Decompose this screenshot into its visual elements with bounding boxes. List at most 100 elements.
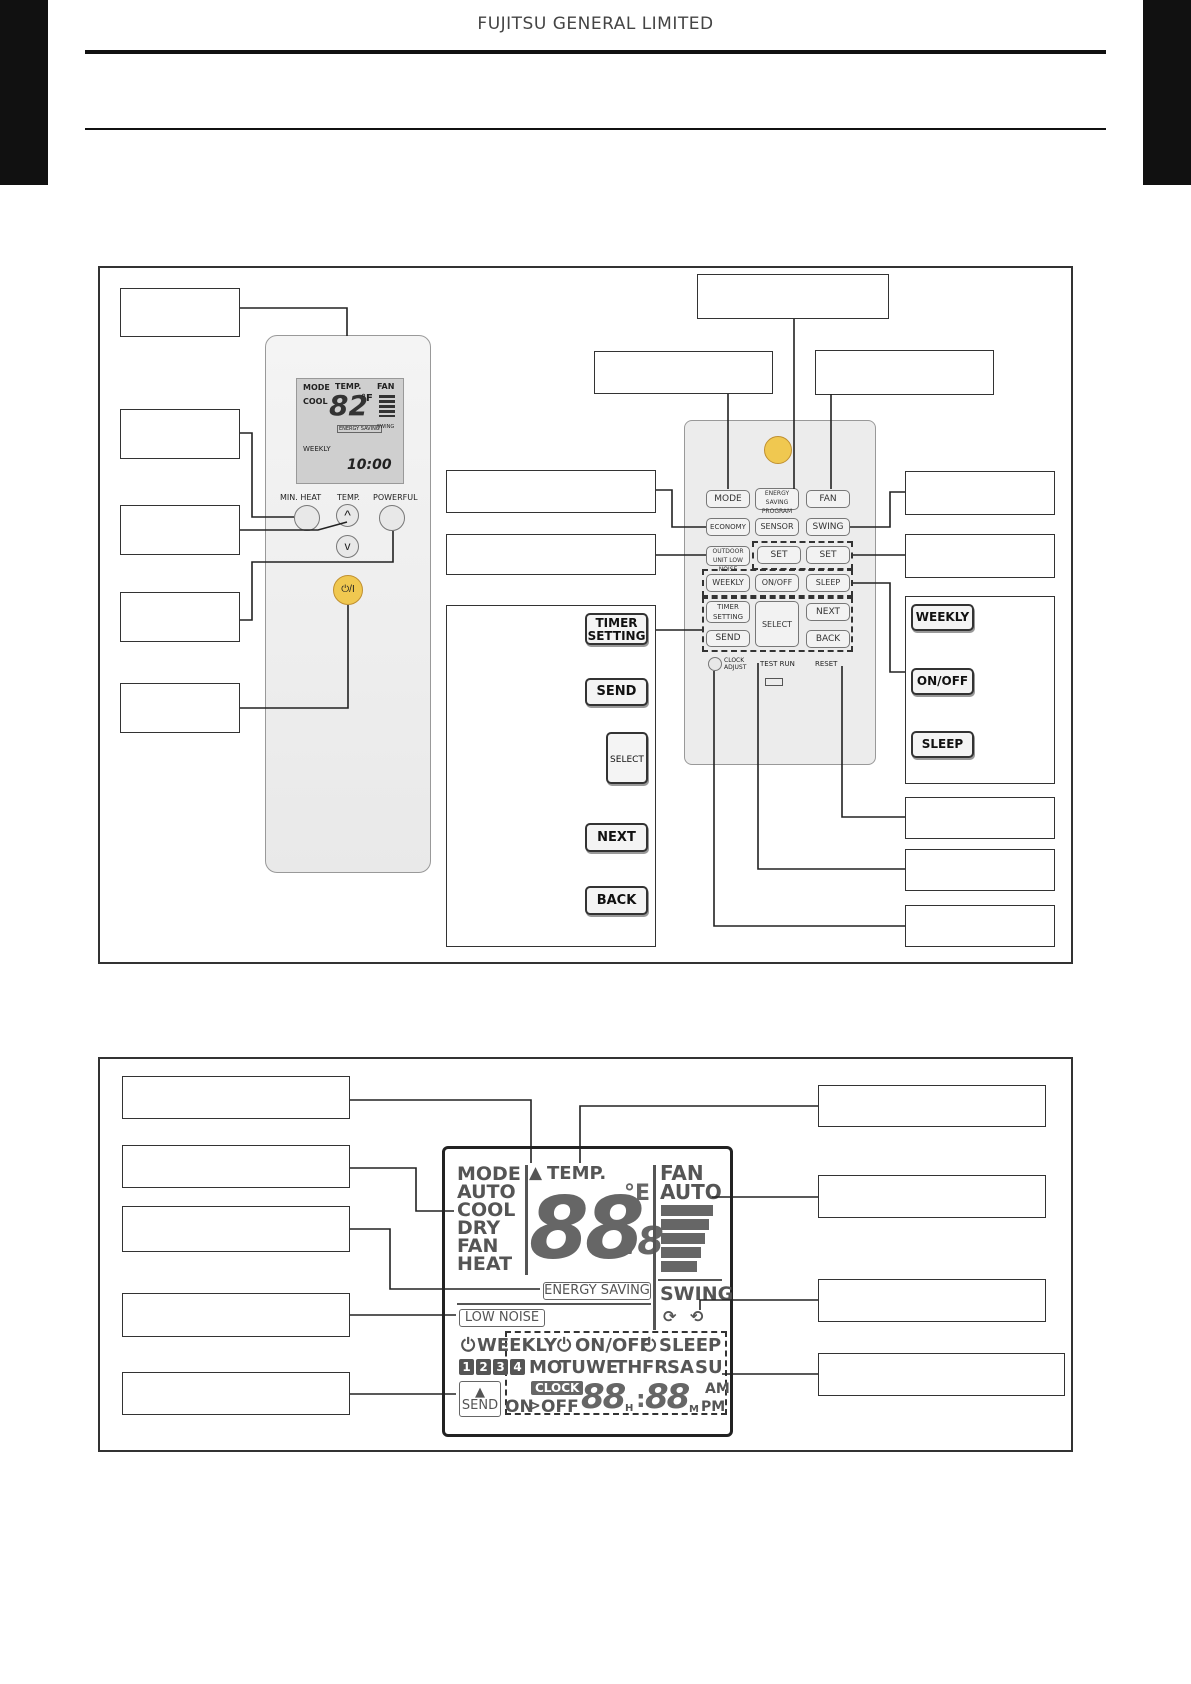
battery-icon [765, 678, 783, 686]
display-sleep: SLEEP [659, 1335, 722, 1356]
powerful-button[interactable] [379, 505, 405, 531]
day-tu: TU [559, 1357, 586, 1378]
left-edge-tab [0, 0, 48, 185]
label-box-indicator [122, 1076, 350, 1119]
inner-send-button[interactable]: SEND [706, 630, 750, 647]
label-box-energy-saving-display [122, 1206, 350, 1252]
display-on-off-timer-icon: ⏻ [557, 1335, 572, 1356]
display-temp-digits: 88 [529, 1179, 645, 1279]
day-mo: MO [529, 1357, 563, 1378]
display-minutes: 88 [645, 1377, 690, 1417]
inner-select-button[interactable]: SELECT [755, 601, 799, 647]
label-box-send-display [122, 1372, 350, 1415]
day-sa: SA [667, 1357, 694, 1378]
label-box-energy-saving-sensor [697, 274, 889, 319]
label-box-min-heat [120, 409, 240, 459]
inner-weekly-button[interactable]: WEEKLY [706, 574, 750, 592]
sensor-button[interactable]: SENSOR [755, 518, 799, 536]
timer-settings-group [702, 597, 853, 652]
clock-adjust-label: CLOCK ADJUST [724, 657, 747, 671]
display-pm: PM [701, 1399, 726, 1415]
lcd-fan-bars-icon [379, 395, 395, 417]
temp-up-button[interactable]: ^ [336, 504, 359, 527]
inner-power-button[interactable] [764, 436, 792, 464]
label-box-set [905, 534, 1055, 578]
label-box-swing-display [818, 1279, 1046, 1322]
display-auto: AUTO [457, 1181, 516, 1203]
lcd-swing: SWING [377, 424, 395, 430]
inner-timer-setting-button[interactable]: TIMER SETTING [706, 601, 750, 623]
power-button[interactable]: ⏻/I [333, 575, 363, 605]
fan-button[interactable]: FAN [806, 490, 850, 508]
display-energy-saving: ENERGY SAVING [543, 1282, 651, 1300]
legend-timer-setting-button: TIMER SETTING [585, 613, 648, 645]
lcd-fan-text: FAN [377, 382, 395, 391]
display-swing: SWING [660, 1283, 734, 1305]
label-box-power [120, 683, 240, 733]
lcd-weekly: WEEKLY [303, 445, 331, 453]
label-box-swing [905, 471, 1055, 515]
legend-select-button: SELECT [606, 732, 648, 784]
company-header: FUJITSU GENERAL LIMITED [477, 14, 714, 34]
inner-on-off-button[interactable]: ON/OFF [755, 574, 799, 592]
temp-down-button[interactable]: v [336, 535, 359, 558]
label-box-reset [905, 797, 1055, 839]
program-number-2: 2 [476, 1359, 491, 1375]
display-fan: FAN [660, 1161, 704, 1185]
lcd-cool-text: COOL [303, 397, 328, 406]
program-number-4: 4 [510, 1359, 525, 1375]
display-colon: : [636, 1385, 646, 1413]
inner-sleep-button[interactable]: SLEEP [806, 574, 850, 592]
lcd-time: 10:00 [347, 457, 392, 473]
label-box-test-run [905, 849, 1055, 891]
set-button-right[interactable]: SET [806, 546, 850, 564]
label-box-timer-display [818, 1353, 1065, 1396]
day-su: SU [695, 1357, 723, 1378]
send-arrow-icon: ▲ [475, 1385, 485, 1400]
display-unit: °E [624, 1181, 651, 1206]
display-cool: COOL [457, 1199, 516, 1221]
energy-saving-program-button[interactable]: ENERGY SAVING PROGRAM [755, 488, 799, 515]
legend-sleep-button: SLEEP [911, 731, 974, 758]
label-box-temp [120, 505, 240, 555]
label-box-fan-display [818, 1175, 1046, 1218]
min-heat-button[interactable] [294, 505, 320, 531]
clock-adjust-button[interactable] [708, 657, 722, 671]
inner-next-button[interactable]: NEXT [806, 603, 850, 621]
display-indicator-arrow-icon: ▲ [529, 1163, 543, 1183]
powerful-label: POWERFUL [373, 493, 418, 502]
label-box-mode-display [122, 1145, 350, 1188]
test-run-label: TEST RUN [760, 660, 795, 668]
label-box-remote [120, 288, 240, 337]
display-low-noise: LOW NOISE [459, 1309, 545, 1327]
display-off: OFF [541, 1397, 579, 1417]
display-am: AM [705, 1381, 730, 1397]
inner-back-button[interactable]: BACK [806, 630, 850, 648]
set-button-left[interactable]: SET [757, 546, 801, 564]
display-fan-divider [658, 1279, 722, 1281]
label-box-temp-display [818, 1085, 1046, 1127]
temp-label: TEMP. [337, 493, 360, 502]
day-th: TH [615, 1357, 643, 1378]
display-weekly-timer-icon: ⏻ [461, 1335, 476, 1356]
display-divider-left [525, 1165, 528, 1275]
lcd-energy-saving: ENERGY SAVING [337, 425, 382, 433]
label-box-clock-adjust [905, 905, 1055, 947]
label-box-low-noise [446, 534, 656, 575]
display-hours: 88 [581, 1377, 626, 1417]
timer-type-group [702, 569, 853, 597]
low-noise-button[interactable]: OUTDOOR UNIT LOW NOISE [706, 546, 750, 573]
header-rule-thick [85, 50, 1106, 54]
display-temp: TEMP. [547, 1163, 607, 1184]
label-box-fan [815, 350, 994, 395]
display-fan-speed-bars-icon [661, 1205, 713, 1273]
legend-next-button: NEXT [585, 823, 648, 852]
economy-button[interactable]: ECONOMY [706, 518, 750, 536]
min-heat-label: MIN. HEAT [280, 493, 322, 502]
swing-button[interactable]: SWING [806, 518, 850, 536]
display-send-box: ▲ SEND [459, 1381, 501, 1417]
legend-on-off-button: ON/OFF [911, 668, 974, 695]
display-divider-right [653, 1165, 656, 1330]
legend-send-button: SEND [585, 678, 648, 706]
mode-button[interactable]: MODE [706, 490, 750, 508]
